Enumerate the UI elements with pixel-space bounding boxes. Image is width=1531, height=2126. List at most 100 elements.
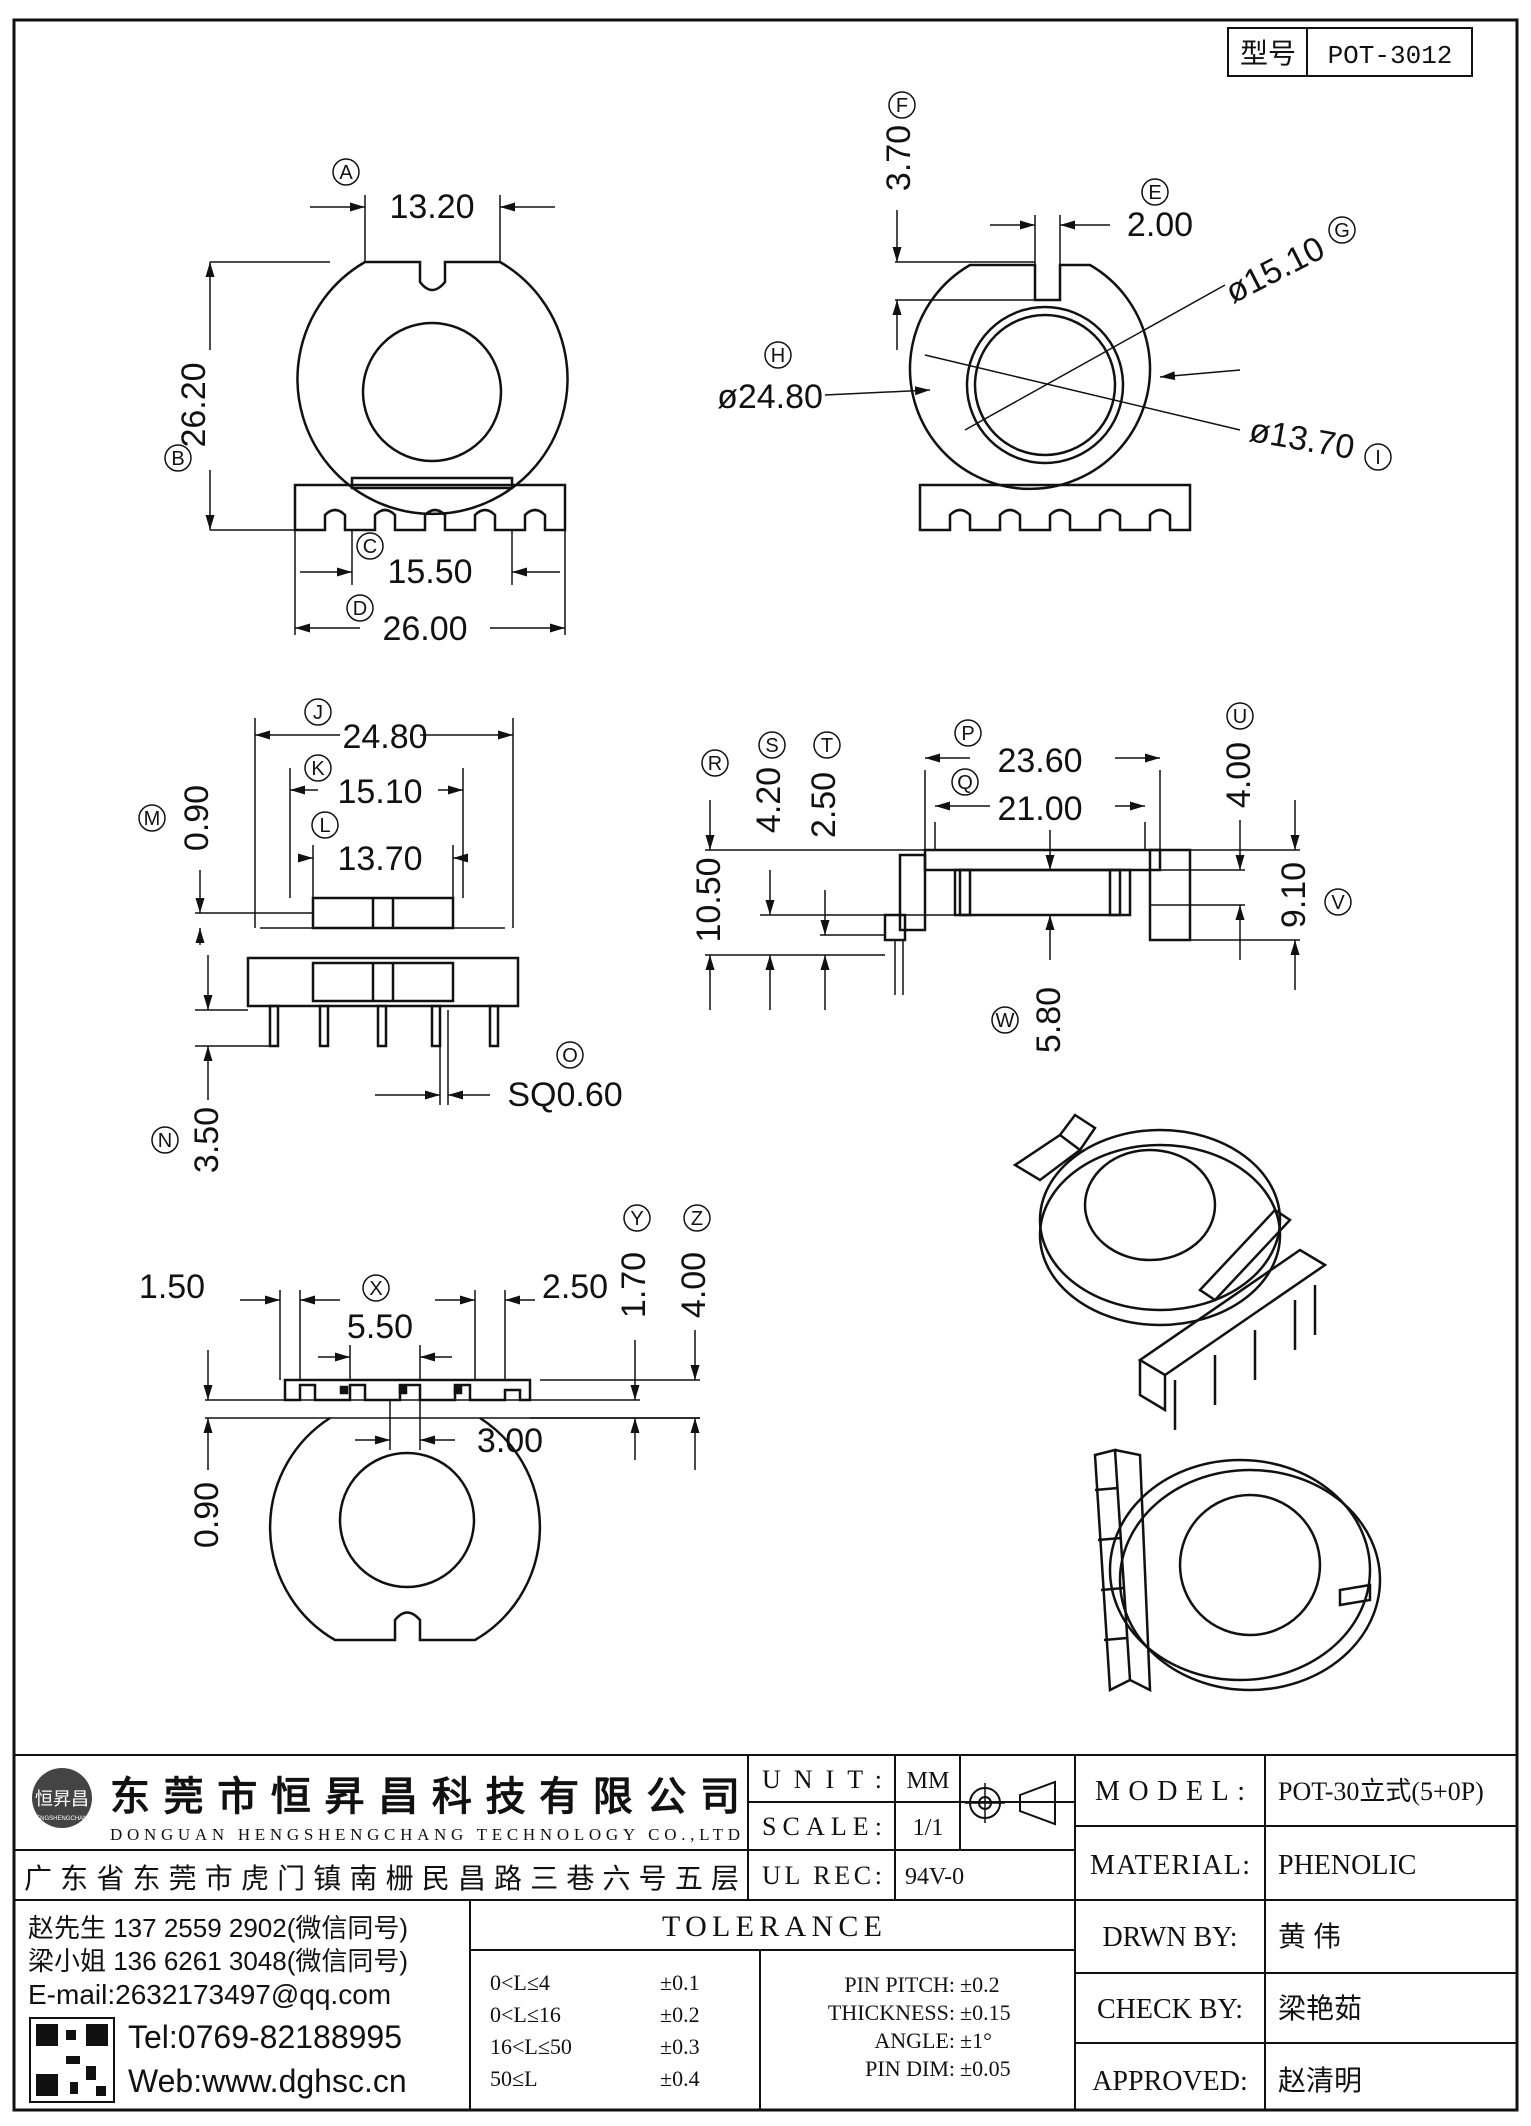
dim-v: 9.10 bbox=[1275, 862, 1313, 928]
view-side2 bbox=[705, 753, 1300, 1010]
svg-text:50≤L: 50≤L bbox=[490, 2066, 538, 2091]
drawn-label: DRWN BY: bbox=[1102, 1922, 1237, 1953]
svg-text:S: S bbox=[765, 735, 778, 757]
model-value: POT-30立式(5+0P) bbox=[1278, 1777, 1484, 1806]
svg-text:H: H bbox=[771, 345, 785, 367]
view-front bbox=[205, 195, 569, 635]
material-value: PHENOLIC bbox=[1278, 1850, 1416, 1881]
dim-y: 1.70 bbox=[615, 1252, 653, 1318]
approved-label: APPROVED: bbox=[1092, 2066, 1248, 2097]
svg-text:O: O bbox=[562, 1045, 578, 1067]
view-bottom bbox=[203, 1290, 700, 1642]
callout-o: O bbox=[556, 1041, 584, 1069]
svg-text:N: N bbox=[158, 1130, 172, 1152]
dim-l: 13.70 bbox=[337, 840, 422, 878]
svg-text:C: C bbox=[363, 536, 377, 558]
approved-value: 赵清明 bbox=[1278, 2065, 1362, 2097]
callout-p: P bbox=[954, 719, 982, 747]
dim-q: 21.00 bbox=[997, 790, 1082, 828]
svg-text:±0.05: ±0.05 bbox=[960, 2056, 1011, 2081]
tolerance-table: 0<L≤4 ±0.1 0<L≤16 ±0.2 16<L≤50 ±0.3 50≤L… bbox=[490, 1970, 700, 2091]
view-front2 bbox=[824, 210, 1241, 532]
unit-label: UNIT: bbox=[762, 1765, 882, 1794]
callout-c: C bbox=[356, 532, 384, 560]
svg-text:X: X bbox=[369, 1278, 382, 1300]
svg-text:0<L≤16: 0<L≤16 bbox=[490, 2002, 561, 2027]
callout-l: L bbox=[311, 811, 339, 839]
type-value: POT-3012 bbox=[1328, 41, 1453, 71]
svg-text:G: G bbox=[1334, 220, 1350, 242]
title-block bbox=[14, 1754, 1517, 2110]
dim-u: 4.00 bbox=[1220, 742, 1258, 808]
view-bottom-labels: 1.50 5.50 2.50 1.70 4.00 3.00 0.90 X Y Z bbox=[139, 1204, 713, 1548]
dim-g: ø15.10 bbox=[1219, 229, 1331, 311]
svg-text:A: A bbox=[339, 162, 353, 184]
contact-tel: Tel:0769-82188995 bbox=[128, 2019, 402, 2055]
dim-a: 13.20 bbox=[389, 188, 474, 226]
callout-a: A bbox=[332, 158, 360, 186]
callout-e: E bbox=[1141, 178, 1169, 206]
callout-w: W bbox=[991, 1006, 1019, 1034]
dim-bottom-thk: 0.90 bbox=[188, 1482, 226, 1548]
dim-m: 0.90 bbox=[178, 785, 216, 851]
svg-text:J: J bbox=[313, 702, 323, 724]
callout-u: U bbox=[1226, 702, 1254, 730]
dim-c: 15.50 bbox=[387, 553, 472, 591]
callout-v: V bbox=[1324, 888, 1352, 916]
svg-text:I: I bbox=[1375, 447, 1381, 469]
view-side-labels: 24.80 15.10 13.70 0.90 3.50 SQ0.60 J K L… bbox=[138, 698, 623, 1173]
material-label: MATERIAL: bbox=[1090, 1850, 1250, 1881]
type-box: 型号 POT-3012 bbox=[1227, 27, 1473, 77]
dim-w: 5.80 bbox=[1030, 987, 1068, 1053]
dim-r: 10.50 bbox=[690, 857, 728, 942]
scale-value: 1/1 bbox=[913, 1815, 944, 1841]
svg-text:恒昇昌: 恒昇昌 bbox=[35, 1789, 89, 1809]
dim-e: 2.00 bbox=[1127, 206, 1193, 244]
dim-d: 26.00 bbox=[382, 610, 467, 648]
svg-text:T: T bbox=[821, 735, 833, 757]
callout-m: M bbox=[138, 804, 166, 832]
contact-web: Web:www.dghsc.cn bbox=[128, 2063, 407, 2099]
dim-x3: 2.50 bbox=[542, 1268, 608, 1306]
tolerance-title: TOLERANCE bbox=[662, 1910, 882, 1943]
company-logo: 恒昇昌 HENGSHENGCHANG bbox=[32, 1768, 93, 1828]
pin-tolerance-table: PIN PITCH: ±0.2 THICKNESS: ±0.15 ANGLE: … bbox=[828, 1972, 1011, 2081]
dim-x1: 1.50 bbox=[139, 1268, 205, 1306]
svg-text:P: P bbox=[961, 723, 974, 745]
svg-text:V: V bbox=[1331, 892, 1345, 914]
dim-x2: 5.50 bbox=[347, 1308, 413, 1346]
callout-g: G bbox=[1328, 216, 1356, 244]
callout-x: X bbox=[362, 1274, 390, 1302]
svg-text:D: D bbox=[353, 598, 367, 620]
view-front-labels: 13.20 26.20 15.50 26.00 A B C D bbox=[164, 158, 475, 648]
view-side2-labels: 23.60 21.00 10.50 4.20 2.50 4.00 9.10 5.… bbox=[690, 702, 1352, 1053]
svg-text:F: F bbox=[896, 95, 908, 117]
dim-j: 24.80 bbox=[342, 718, 427, 756]
check-value: 梁艳茹 bbox=[1278, 1993, 1362, 2025]
svg-text:±0.2: ±0.2 bbox=[660, 2002, 700, 2027]
svg-text:THICKNESS:: THICKNESS: bbox=[828, 2000, 955, 2025]
dim-p: 23.60 bbox=[997, 742, 1082, 780]
svg-text:HENGSHENGCHANG: HENGSHENGCHANG bbox=[32, 1816, 93, 1822]
dim-t: 2.50 bbox=[805, 772, 843, 838]
iso-view-2 bbox=[1093, 1448, 1382, 1693]
dim-i: ø13.70 bbox=[1246, 411, 1357, 467]
type-label: 型号 bbox=[1240, 38, 1296, 69]
svg-text:±0.3: ±0.3 bbox=[660, 2034, 700, 2059]
model-label: MODEL: bbox=[1095, 1776, 1245, 1807]
view-front2-labels: 2.00 3.70 ø15.10 ø24.80 ø13.70 E F G H I bbox=[717, 91, 1392, 471]
iso-view-1 bbox=[1012, 1113, 1328, 1430]
drawn-value: 黄 伟 bbox=[1278, 1921, 1341, 1953]
svg-text:K: K bbox=[311, 758, 325, 780]
svg-text:PIN DIM:: PIN DIM: bbox=[865, 2056, 955, 2081]
ul-label: UL REC: bbox=[762, 1861, 882, 1890]
callout-z: Z bbox=[683, 1204, 711, 1232]
svg-text:L: L bbox=[319, 815, 330, 837]
callout-s: S bbox=[758, 731, 786, 759]
svg-text:±0.4: ±0.4 bbox=[660, 2066, 700, 2091]
svg-text:Y: Y bbox=[630, 1208, 643, 1230]
svg-text:±0.15: ±0.15 bbox=[960, 2000, 1011, 2025]
dim-k: 15.10 bbox=[337, 773, 422, 811]
callout-y: Y bbox=[623, 1204, 651, 1232]
